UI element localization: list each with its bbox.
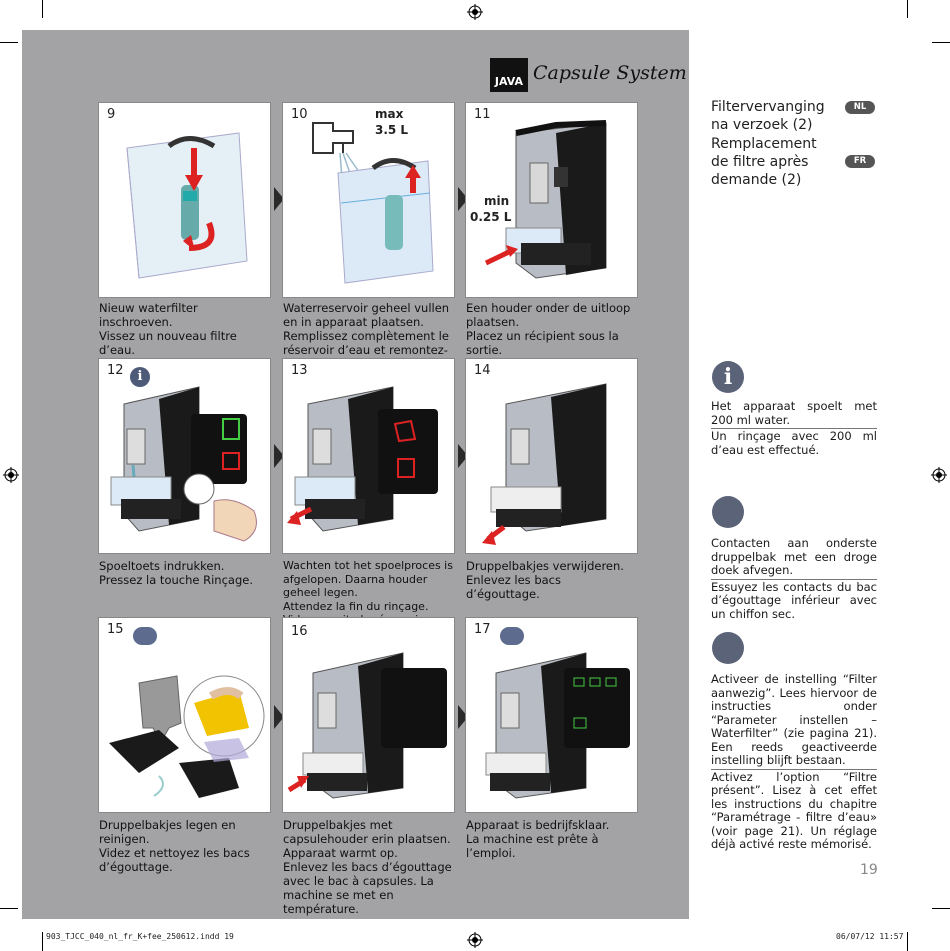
caption-nl: Een houder onder de uitloop plaatsen. bbox=[466, 301, 631, 329]
panel-number: 11 bbox=[474, 107, 491, 122]
panel-12: 12 i bbox=[98, 358, 271, 554]
min-volume: 0.25 L bbox=[470, 210, 512, 224]
clean-drip-tray-illustration bbox=[109, 675, 265, 798]
remove-drip-tray-illustration bbox=[482, 383, 607, 545]
registration-mark-icon bbox=[467, 932, 483, 948]
badge-nl: NL bbox=[845, 101, 875, 114]
registration-mark-icon bbox=[3, 467, 19, 483]
title-nl: Filtervervanging na verzoek (2) bbox=[711, 99, 825, 133]
rinse-button-illustration bbox=[110, 386, 257, 542]
footer-file: 903_TJCC_040_nl_fr_K+fee_250612.indd 19 bbox=[46, 932, 234, 941]
caption-17: Apparaat is bedrijfsklaar. La machine es… bbox=[466, 818, 638, 860]
crop-mark bbox=[0, 908, 18, 909]
min-label: min bbox=[484, 194, 510, 208]
note-rinse-nl: Het apparaat spoelt met 200 ml water. bbox=[711, 399, 877, 429]
insert-drip-tray-illustration bbox=[287, 652, 447, 799]
step-arrow-icon bbox=[274, 705, 284, 729]
crop-mark bbox=[42, 0, 43, 18]
note-contacts-nl: Contacten aan onderste druppelbak met ee… bbox=[711, 536, 877, 580]
logo-text: JAVA bbox=[494, 75, 524, 88]
panel-number: 9 bbox=[107, 107, 116, 122]
panel-number: 17 bbox=[474, 622, 491, 637]
caption-fr: Enlevez les bacs d’égouttage avec le bac… bbox=[283, 860, 452, 916]
panel-11: 11 min 0.25 L bbox=[465, 102, 638, 298]
caption-nl: Nieuw waterfilter inschroeven. bbox=[99, 301, 198, 329]
caption-fr: Videz et nettoyez les bacs d’égouttage. bbox=[99, 846, 250, 874]
note-filter-setting: Activeer de instelling “Filter aanwezig”… bbox=[711, 672, 877, 852]
max-volume: 3.5 L bbox=[375, 123, 409, 137]
caption-nl: Druppelbakjes legen en reinigen. bbox=[99, 818, 236, 846]
note-contacts-fr: Essuyez les contacts du bac d’égouttage … bbox=[711, 579, 877, 621]
crop-mark bbox=[0, 42, 18, 43]
note-filter-setting-nl: Activeer de instelling “Filter aanwezig”… bbox=[711, 672, 877, 770]
caption-9: Nieuw waterfilter inschroeven. Vissez un… bbox=[99, 301, 271, 357]
caption-fr: Vissez un nouveau filtre d’eau. bbox=[99, 329, 237, 357]
panel-15: 15 bbox=[98, 617, 271, 813]
caption-16: Druppelbakjes met capsulehouder erin pla… bbox=[283, 818, 455, 916]
caption-nl: Spoeltoets indrukken. bbox=[99, 559, 225, 573]
caption-fr: La machine est prête à l’emploi. bbox=[466, 832, 599, 860]
hand-point-icon bbox=[712, 632, 744, 664]
caption-fr: Enlevez les bacs d’égouttage. bbox=[466, 573, 561, 601]
step-arrow-icon bbox=[458, 705, 468, 729]
crop-mark bbox=[907, 0, 908, 18]
brand-script: Capsule System bbox=[533, 62, 687, 84]
info-icon: i bbox=[130, 367, 150, 387]
panel-16: 16 bbox=[282, 617, 455, 813]
title-fr: Remplacement de filtre après demande (2) bbox=[711, 136, 817, 188]
java-logo: JAVA bbox=[490, 58, 528, 92]
step-arrow-icon bbox=[274, 187, 284, 211]
faucet-tank-illustration bbox=[312, 122, 434, 284]
panel-13: 13 bbox=[282, 358, 455, 554]
page-number: 19 bbox=[860, 862, 878, 878]
hand-point-icon bbox=[712, 496, 744, 528]
caption-nl: Druppelbakjes verwijderen. bbox=[466, 559, 624, 573]
hand-point-icon bbox=[500, 627, 524, 645]
caption-fr: Remplissez complètement le réservoir d’e… bbox=[283, 329, 449, 371]
max-label: max bbox=[375, 107, 404, 121]
hand-point-icon bbox=[133, 627, 157, 645]
panel-number: 16 bbox=[291, 624, 308, 639]
info-icon: i bbox=[712, 361, 744, 393]
registration-mark-icon bbox=[467, 4, 483, 20]
caption-nl: Apparaat is bedrijfsklaar. bbox=[466, 818, 610, 832]
caption-12: Spoeltoets indrukken. Pressez la touche … bbox=[99, 559, 271, 587]
panel-number: 10 bbox=[291, 107, 308, 122]
caption-nl: Waterreservoir geheel vullen en in appar… bbox=[283, 301, 450, 329]
note-rinse: Het apparaat spoelt met 200 ml water. Un… bbox=[711, 399, 877, 457]
water-tank-illustration bbox=[126, 132, 248, 279]
panel-17: 17 bbox=[465, 617, 638, 813]
crop-mark bbox=[907, 932, 908, 951]
coffee-machine-illustration bbox=[484, 120, 607, 279]
step-arrow-icon bbox=[458, 444, 468, 468]
step-arrow-icon bbox=[458, 187, 468, 211]
footer-date: 06/07/12 11:57 bbox=[836, 932, 904, 941]
panel-10: 10 max 3.5 L bbox=[282, 102, 455, 298]
note-contacts: Contacten aan onderste druppelbak met ee… bbox=[711, 536, 877, 621]
ready-machine-illustration bbox=[485, 652, 630, 799]
crop-mark bbox=[932, 908, 950, 909]
caption-nl: Druppelbakjes met capsulehouder erin pla… bbox=[283, 818, 451, 860]
rinsing-machine-illustration bbox=[287, 386, 438, 532]
panel-9: 9 bbox=[98, 102, 271, 298]
panel-number: 12 bbox=[107, 363, 124, 378]
caption-fr: Placez un récipient sous la sortie. bbox=[466, 329, 619, 357]
caption-fr: Pressez la touche Rinçage. bbox=[99, 573, 253, 587]
caption-10: Waterreservoir geheel vullen en in appar… bbox=[283, 301, 455, 371]
panel-number: 15 bbox=[107, 622, 124, 637]
panel-14: 14 bbox=[465, 358, 638, 554]
note-rinse-fr: Un rinçage avec 200 ml d’eau est effectu… bbox=[711, 429, 877, 457]
registration-mark-icon bbox=[931, 467, 947, 483]
note-filter-setting-fr: Activez l’option “Filtre présent”. Lisez… bbox=[711, 769, 877, 851]
caption-14: Druppelbakjes verwijderen. Enlevez les b… bbox=[466, 559, 638, 601]
badge-fr: FR bbox=[845, 155, 875, 168]
caption-11: Een houder onder de uitloop plaatsen. Pl… bbox=[466, 301, 638, 357]
caption-15: Druppelbakjes legen en reinigen. Videz e… bbox=[99, 818, 271, 874]
crop-mark bbox=[42, 932, 43, 951]
panel-number: 14 bbox=[474, 363, 491, 378]
panel-number: 13 bbox=[291, 363, 308, 378]
crop-mark bbox=[932, 42, 950, 43]
caption-nl: Wachten tot het spoelproces is afgelopen… bbox=[283, 559, 453, 599]
step-arrow-icon bbox=[274, 444, 284, 468]
